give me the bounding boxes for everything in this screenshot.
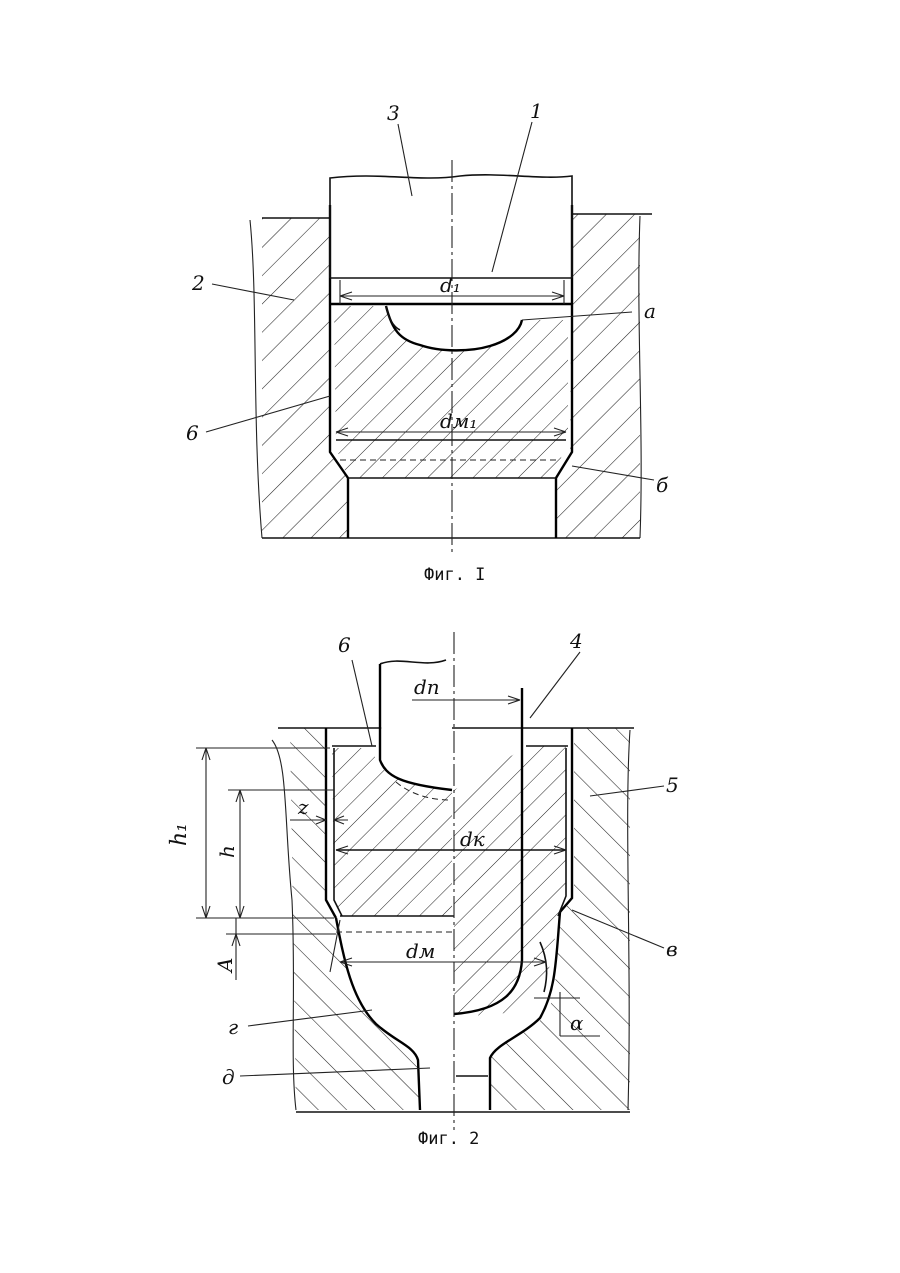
label-g: г [228,1015,238,1039]
label-6: 6 [338,633,351,657]
label-d: д [222,1065,235,1089]
workpiece-6 [334,306,568,478]
label-5: 5 [666,773,679,797]
label-6: 6 [186,421,199,445]
dimension-h: h [215,845,239,858]
punch-3 [330,175,572,278]
dimension-dk: dк [460,827,485,851]
label-b: б [656,473,669,497]
angle-alpha: α [570,1011,584,1035]
label-a: а [644,299,656,323]
dimension-h1: h₁ [167,823,192,846]
label-4: 4 [569,629,583,653]
figure-2-caption: Фиг. 2 [418,1129,479,1149]
dimension-dn: dп [414,675,440,699]
dimension-A: A [213,958,237,974]
figure-1: 3 1 2 6 а б d₁ dм₁ Фиг. I [186,99,669,585]
workpiece-6-right [454,746,566,1015]
dimension-d1: d₁ [440,273,461,297]
dimension-z: z [297,795,309,819]
figure-2: 6 4 5 в г д dп dк dм h₁ h z A α Фиг. 2 [167,629,679,1149]
label-2: 2 [191,271,205,295]
label-1: 1 [530,99,543,123]
label-3: 3 [387,101,400,125]
figure-1-caption: Фиг. I [424,565,485,585]
label-v: в [666,937,678,961]
dimension-dm1: dм₁ [440,409,477,433]
die-right-section [556,214,640,538]
dimension-dm: dм [406,939,435,963]
